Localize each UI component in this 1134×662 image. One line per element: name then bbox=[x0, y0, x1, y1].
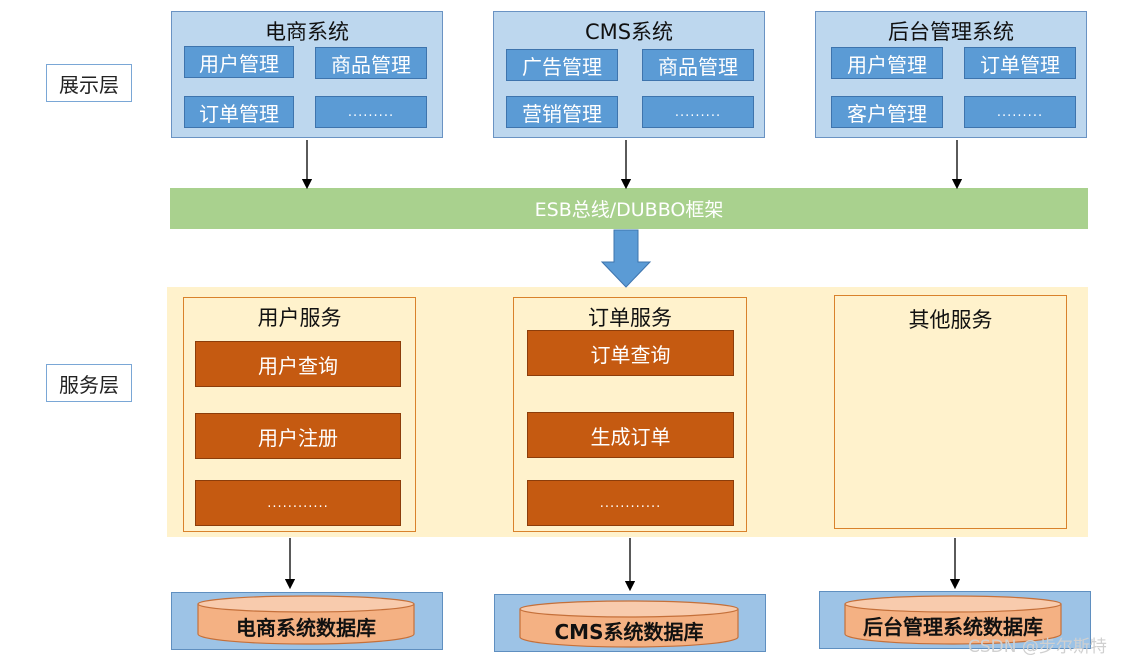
cms-system-box: CMS系统 广告管理 商品管理 营销管理 ......... bbox=[493, 11, 765, 138]
module-ad-management: 广告管理 bbox=[506, 49, 618, 81]
presentation-layer-label: 展示层 bbox=[46, 64, 132, 102]
module-product-management: 商品管理 bbox=[642, 49, 754, 81]
service-item-more: ............ bbox=[527, 480, 734, 526]
service-item-more: ............ bbox=[195, 480, 401, 526]
order-service-box: 订单服务 订单查询 生成订单 ............ bbox=[513, 297, 747, 532]
esb-dubbo-bus: ESB总线/DUBBO框架 bbox=[170, 188, 1088, 229]
module-more: ......... bbox=[964, 96, 1076, 128]
db-label-wrap: CMS系统数据库 bbox=[520, 614, 738, 644]
service-item-create-order: 生成订单 bbox=[527, 412, 734, 458]
admin-db-cylinder bbox=[844, 595, 1062, 645]
service-title: 订单服务 bbox=[588, 306, 672, 330]
other-service-box: 其他服务 bbox=[834, 295, 1067, 529]
service-title: 其他服务 bbox=[908, 308, 993, 332]
db-label-wrap: 电商系统数据库 bbox=[198, 610, 414, 640]
module-marketing-management: 营销管理 bbox=[506, 96, 618, 128]
module-customer-management: 客户管理 bbox=[831, 96, 943, 128]
user-service-box: 用户服务 用户查询 用户注册 ............ bbox=[183, 297, 416, 532]
service-title: 用户服务 bbox=[257, 306, 342, 330]
service-item-user-register: 用户注册 bbox=[195, 413, 401, 459]
module-more: ......... bbox=[642, 96, 754, 128]
system-title: 后台管理系统 bbox=[888, 20, 1014, 44]
watermark-text: CSDN @步尔斯特 bbox=[968, 637, 1107, 657]
cms-db-cylinder bbox=[519, 600, 739, 648]
big-down-arrow bbox=[600, 229, 652, 288]
db-label-wrap: 后台管理系统数据库 bbox=[845, 609, 1061, 639]
module-product-management: 商品管理 bbox=[315, 47, 427, 79]
system-title: CMS系统 bbox=[584, 20, 674, 44]
module-order-management: 订单管理 bbox=[964, 47, 1076, 79]
database-label: 电商系统数据库 bbox=[236, 616, 376, 640]
system-title: 电商系统 bbox=[265, 20, 349, 44]
module-user-management: 用户管理 bbox=[184, 46, 294, 78]
module-more: ......... bbox=[315, 96, 427, 128]
service-item-order-query: 订单查询 bbox=[527, 330, 734, 376]
service-layer-label: 服务层 bbox=[46, 364, 132, 402]
ecommerce-db-cylinder bbox=[197, 595, 415, 645]
ecommerce-system-box: 电商系统 用户管理 商品管理 订单管理 ......... bbox=[171, 11, 443, 138]
service-item-user-query: 用户查询 bbox=[195, 341, 401, 387]
module-order-management: 订单管理 bbox=[184, 96, 294, 128]
admin-system-box: 后台管理系统 用户管理 订单管理 客户管理 ......... bbox=[815, 11, 1087, 138]
database-label: 后台管理系统数据库 bbox=[863, 615, 1043, 639]
database-label: CMS系统数据库 bbox=[554, 620, 704, 644]
module-user-management: 用户管理 bbox=[831, 47, 943, 79]
